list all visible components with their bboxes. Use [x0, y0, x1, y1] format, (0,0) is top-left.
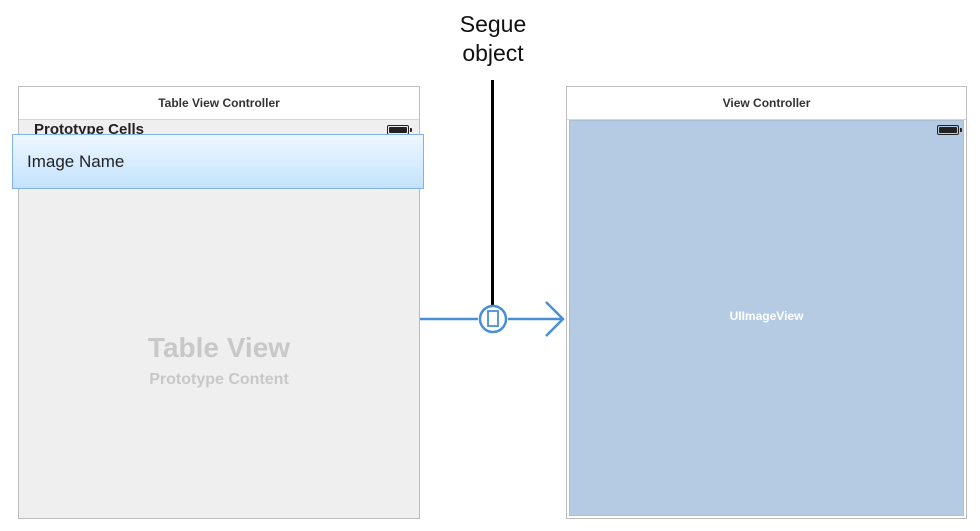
battery-icon	[937, 125, 962, 135]
segue-node-icon[interactable]	[478, 304, 508, 334]
view-controller-scene[interactable]: View Controller UIImageView	[566, 86, 967, 519]
scene-title: View Controller	[567, 87, 966, 120]
callout-line-1: Segue	[459, 11, 527, 37]
prototype-cell[interactable]: Image Name	[12, 134, 424, 189]
section-header: Prototype Cells	[34, 121, 145, 138]
callout-line-2: object	[462, 40, 524, 66]
scene-title: Table View Controller	[19, 87, 419, 120]
placeholder-title: Table View	[147, 332, 291, 363]
image-view[interactable]: UIImageView	[569, 120, 964, 516]
cell-label: Image Name	[27, 152, 125, 171]
segue-callout: Segue object	[433, 10, 553, 68]
arrowhead-icon	[545, 301, 565, 337]
callout-pointer-line	[491, 80, 494, 308]
image-view-label: UIImageView	[729, 309, 804, 323]
placeholder-subtitle: Prototype Content	[149, 371, 289, 388]
